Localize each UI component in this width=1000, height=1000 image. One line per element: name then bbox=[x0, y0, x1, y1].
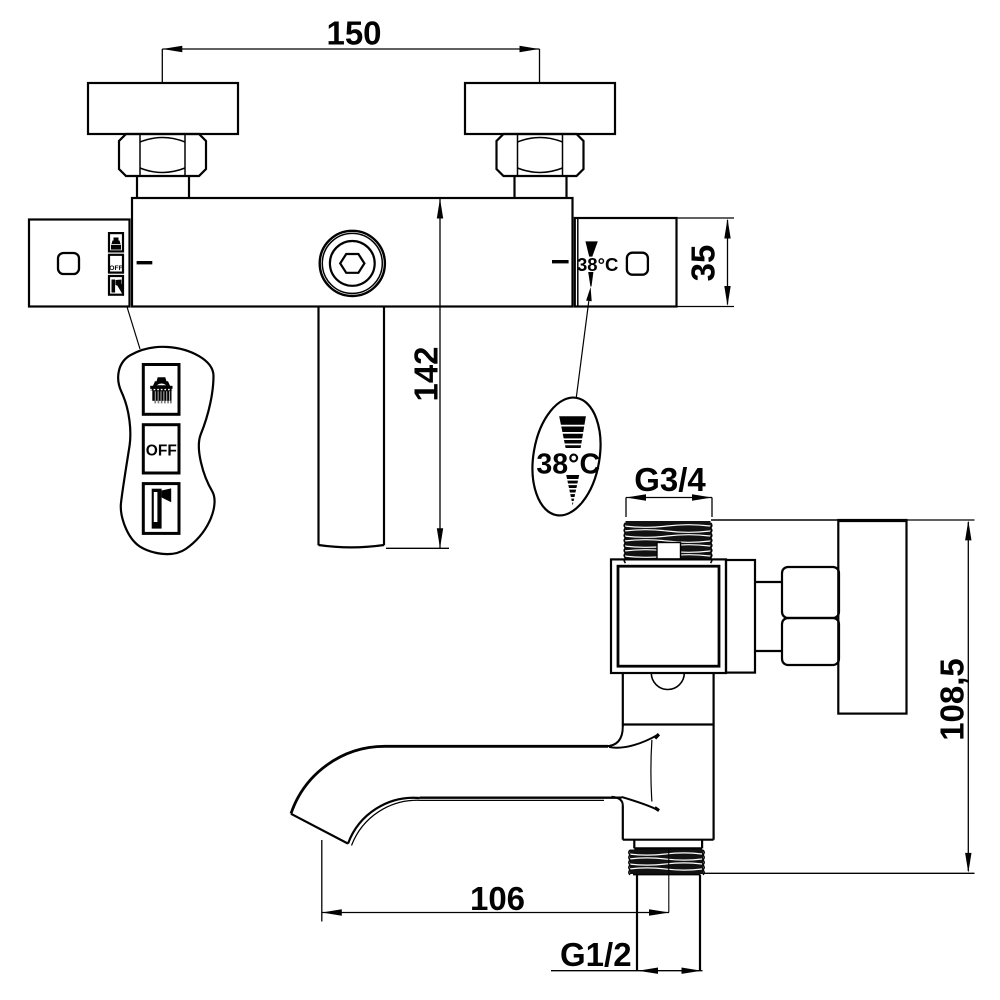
svg-text:G3/4: G3/4 bbox=[634, 461, 706, 498]
svg-text:38°C: 38°C bbox=[577, 254, 618, 275]
svg-text:35: 35 bbox=[685, 245, 722, 282]
svg-text:OFF: OFF bbox=[146, 443, 177, 460]
svg-text:OFF: OFF bbox=[109, 265, 123, 272]
svg-text:G1/2: G1/2 bbox=[560, 936, 632, 973]
svg-text:142: 142 bbox=[408, 346, 445, 401]
svg-text:150: 150 bbox=[326, 15, 381, 52]
svg-text:108,5: 108,5 bbox=[934, 658, 971, 741]
svg-text:106: 106 bbox=[470, 880, 525, 917]
